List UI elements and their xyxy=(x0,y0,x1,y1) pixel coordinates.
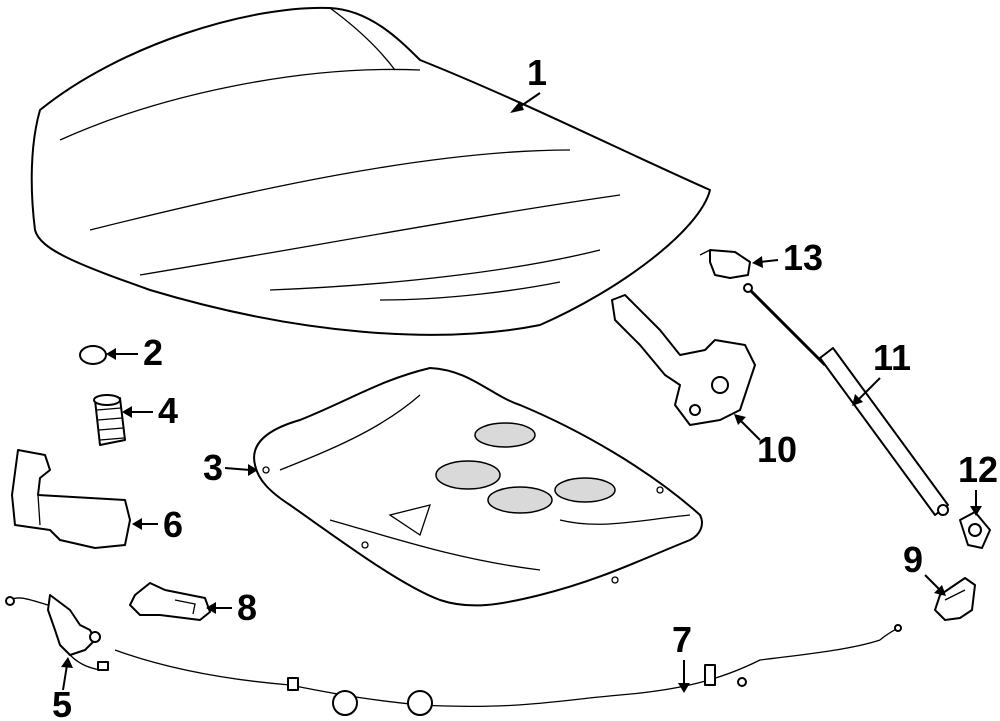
callout-label: 3 xyxy=(203,447,223,488)
callout-9: 9 xyxy=(903,539,946,596)
callout-5: 5 xyxy=(52,657,73,721)
callout-12: 12 xyxy=(958,449,998,516)
callout-label: 10 xyxy=(757,429,797,470)
callout-11: 11 xyxy=(852,337,911,406)
callout-4: 4 xyxy=(122,390,178,431)
part-bumper xyxy=(93,394,126,446)
part-clip xyxy=(959,511,991,549)
part-striker xyxy=(934,577,976,621)
part-strut-bracket xyxy=(699,249,751,279)
callout-label: 6 xyxy=(163,504,183,545)
callout-label: 9 xyxy=(903,539,923,580)
callout-10: 10 xyxy=(734,414,797,470)
callout-6: 6 xyxy=(132,504,183,545)
part-hood-latch xyxy=(5,594,109,671)
part-grommet xyxy=(79,345,107,365)
callout-label: 2 xyxy=(143,332,163,373)
callout-label: 11 xyxy=(873,337,911,378)
part-lock-bracket xyxy=(129,582,211,621)
callout-label: 5 xyxy=(52,684,72,721)
callout-7: 7 xyxy=(672,619,692,693)
callout-label: 4 xyxy=(158,390,178,431)
callout-13: 13 xyxy=(752,237,823,278)
part-insulator xyxy=(253,367,703,607)
callout-label: 8 xyxy=(237,587,257,628)
callout-8: 8 xyxy=(206,587,257,628)
callout-3: 3 xyxy=(203,447,258,488)
part-support-bracket xyxy=(11,449,131,549)
callout-1: 1 xyxy=(510,52,547,113)
part-hood xyxy=(30,6,711,336)
part-gas-strut xyxy=(743,283,949,516)
callout-label: 7 xyxy=(672,619,692,660)
callout-label: 13 xyxy=(783,237,823,278)
part-hinge xyxy=(611,294,756,426)
callout-2: 2 xyxy=(106,332,163,373)
callout-label: 12 xyxy=(958,449,998,490)
part-release-cable xyxy=(114,624,902,716)
callout-label: 1 xyxy=(527,52,547,93)
